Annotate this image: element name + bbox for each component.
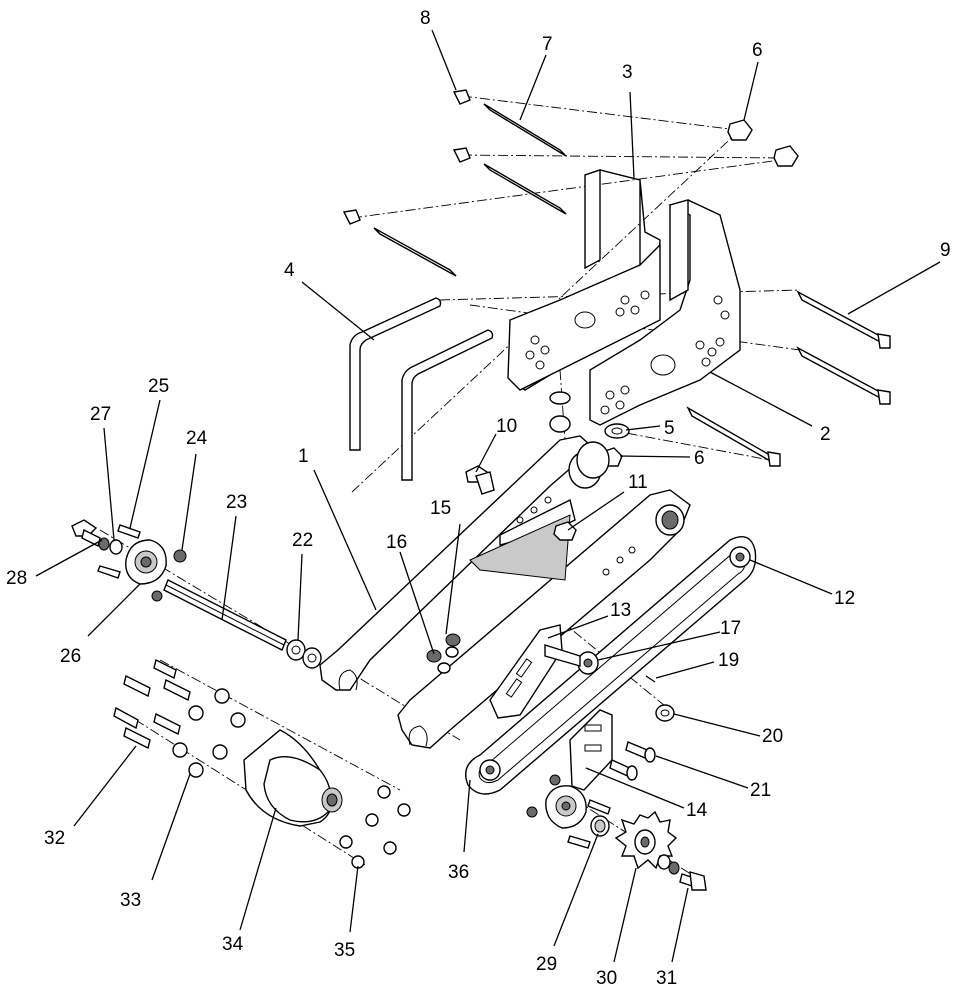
nut-part-6-top <box>727 119 799 167</box>
bearing-part-29 <box>526 774 611 849</box>
washers-part-5 <box>549 391 630 439</box>
callout-9: 9 <box>940 240 951 261</box>
bearing-part-26 <box>125 539 167 602</box>
callout-32: 32 <box>44 828 65 849</box>
nut-part-24 <box>173 549 187 563</box>
callout-15: 15 <box>430 498 451 519</box>
callout-16: 16 <box>386 532 407 553</box>
callout-35: 35 <box>334 940 355 961</box>
callout-8: 8 <box>420 8 431 29</box>
washer-part-27 <box>109 539 123 555</box>
callout-2: 2 <box>820 424 831 445</box>
sprocket-part-30 <box>614 810 678 870</box>
bolts-part-9 <box>686 290 891 467</box>
bolt-part-28 <box>71 519 110 551</box>
callout-23: 23 <box>226 492 247 513</box>
bracket-part-3 <box>507 169 661 391</box>
callout-22: 22 <box>292 530 313 551</box>
callout-29: 29 <box>536 954 557 975</box>
callout-11: 11 <box>628 472 648 493</box>
callout-27: 27 <box>90 404 111 425</box>
callout-25: 25 <box>148 376 169 397</box>
callout-31: 31 <box>656 968 677 989</box>
shaft-part-23 <box>163 579 287 651</box>
leader-lines <box>35 29 941 963</box>
callout-20: 20 <box>762 726 783 747</box>
callout-3: 3 <box>622 62 633 83</box>
callout-14: 14 <box>686 800 708 821</box>
bolt-part-10 <box>465 465 495 495</box>
callout-12: 12 <box>834 588 855 609</box>
bolts-part-32 <box>113 658 191 750</box>
callout-26: 26 <box>60 646 81 667</box>
callout-34: 34 <box>222 934 244 955</box>
callout-13: 13 <box>610 600 631 621</box>
washer-part-20 <box>655 704 675 722</box>
callout-6-mid: 6 <box>694 448 705 469</box>
chain-part-12 <box>465 536 757 795</box>
nuts-part-35 <box>339 785 411 869</box>
callout-21: 21 <box>750 780 771 801</box>
bolt-part-31 <box>657 854 707 891</box>
callout-28: 28 <box>6 568 27 589</box>
callout-36: 36 <box>448 862 469 883</box>
bolts-part-25 <box>97 524 141 579</box>
callout-33: 33 <box>120 890 141 911</box>
callout-17: 17 <box>720 618 741 639</box>
callout-24: 24 <box>186 428 208 449</box>
nut-part-11 <box>553 521 577 541</box>
callout-30: 30 <box>596 968 617 989</box>
callout-10: 10 <box>496 416 517 437</box>
idler-part-17 <box>544 644 599 675</box>
callout-5: 5 <box>664 418 675 439</box>
pin-part-19 <box>645 675 656 683</box>
callout-4: 4 <box>284 260 295 281</box>
callout-7: 7 <box>542 34 553 55</box>
rod-set-part-7 <box>342 89 567 277</box>
bolts-part-21 <box>609 741 656 781</box>
washers-part-22 <box>286 639 322 669</box>
callout-6-top: 6 <box>752 40 763 61</box>
bracket-part-2 <box>589 199 741 426</box>
callout-19: 19 <box>718 650 739 671</box>
l-pins-part-4 <box>349 297 494 481</box>
callout-labels: 8 7 3 6 4 9 2 5 6 1 10 11 12 13 17 19 20… <box>6 8 951 989</box>
washers-part-33 <box>172 688 246 778</box>
hub-part-34 <box>243 729 343 827</box>
callout-1: 1 <box>298 446 309 467</box>
nuts-part-15-16 <box>426 633 461 674</box>
